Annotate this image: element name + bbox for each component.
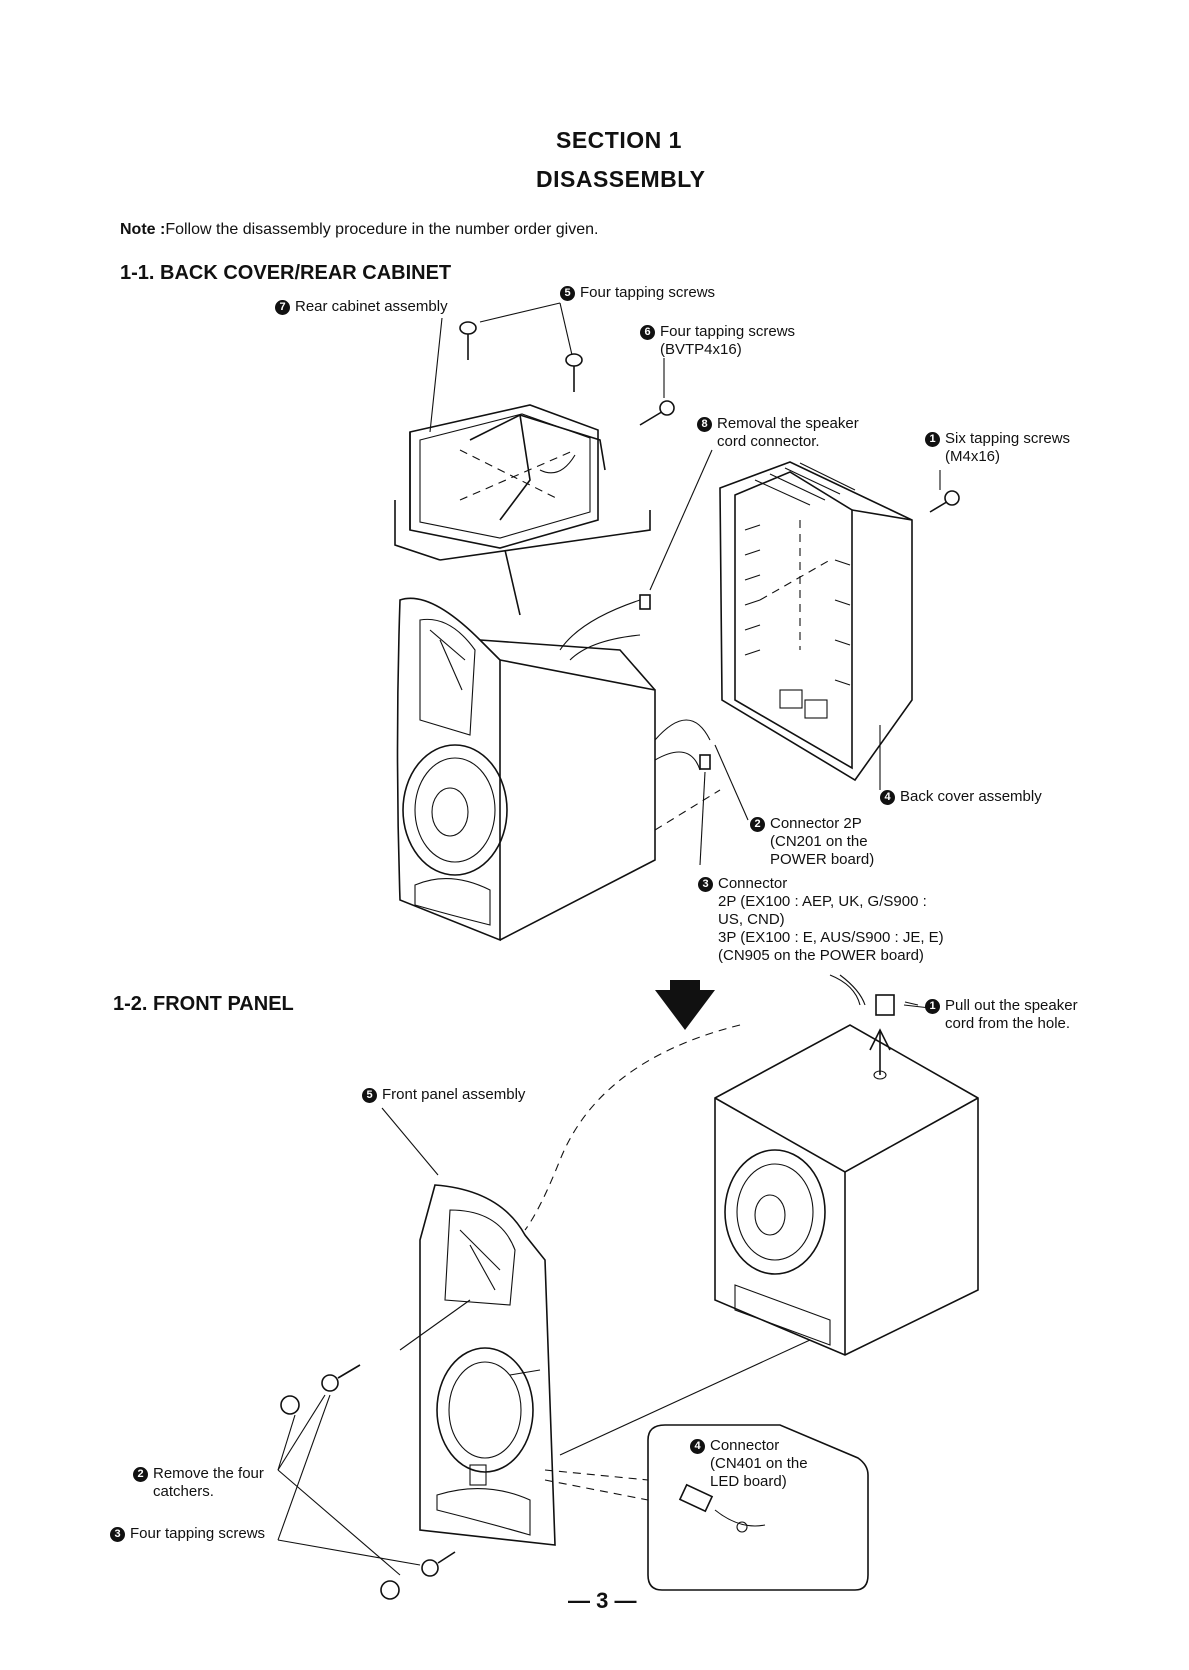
speaker-box-drawing: [714, 1024, 979, 1356]
step-number-badge: 5: [362, 1088, 377, 1103]
step-number-badge: 6: [640, 325, 655, 340]
section-1-1-heading: 1-1. BACK COVER/REAR CABINET: [120, 262, 452, 284]
step-number-badge: 4: [880, 790, 895, 805]
step-number-badge: 2: [133, 1467, 148, 1482]
page-title: DISASSEMBLY: [536, 166, 706, 192]
speaker-cabinet-drawing: [396, 597, 721, 942]
page-number: — 3 —: [568, 1588, 637, 1613]
step-number-badge: 4: [690, 1439, 705, 1454]
leaders-bottom: [277, 1001, 919, 1576]
step-number-badge: 1: [925, 432, 940, 447]
speaker-cord: [524, 974, 931, 1231]
down-arrow: [655, 980, 715, 1030]
front-panel-drawing: [419, 1184, 556, 1546]
step-number-badge: 2: [750, 817, 765, 832]
step-number-badge: 3: [110, 1527, 125, 1542]
step-number-badge: 8: [697, 417, 712, 432]
step-number-badge: 3: [698, 877, 713, 892]
screws-bottom: [280, 1364, 456, 1600]
note-line: Note :Follow the disassembly procedure i…: [120, 221, 598, 239]
rear-cabinet-drawing: [394, 404, 651, 616]
connector-callout: [544, 1424, 869, 1591]
note-prefix: Note :: [120, 221, 166, 238]
screws-top: [459, 321, 960, 770]
step-number-badge: 5: [560, 286, 575, 301]
note-text: Follow the disassembly procedure in the …: [165, 221, 599, 238]
section-title: SECTION 1: [556, 127, 682, 153]
step-number-badge: 1: [925, 999, 940, 1014]
back-cover-drawing: [719, 461, 913, 782]
section-1-2-heading: 1-2. FRONT PANEL: [113, 993, 294, 1015]
step-number-badge: 7: [275, 300, 290, 315]
leaders-top: [429, 302, 941, 866]
